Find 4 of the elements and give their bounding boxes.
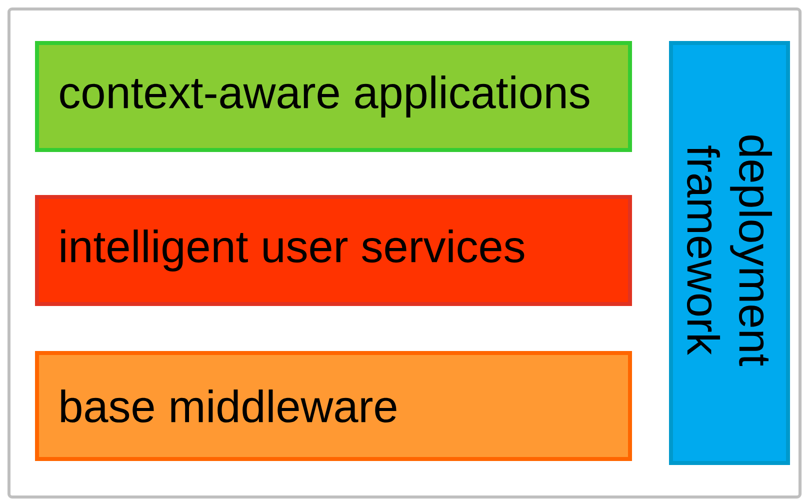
side-box: deployment framework [669, 41, 790, 465]
layer-box: base middleware [35, 351, 632, 461]
layer-box: intelligent user services [35, 195, 632, 306]
layer-box: context-aware applications [35, 41, 632, 152]
